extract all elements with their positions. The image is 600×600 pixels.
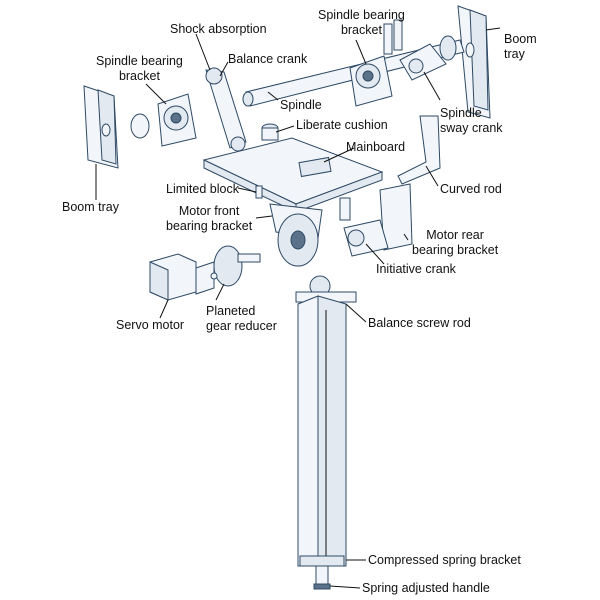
balance-screw-rod-part [295, 275, 357, 303]
mainboard-part [202, 137, 384, 213]
label-balance-crank: Balance crank [228, 52, 308, 66]
label-motor-rear-bearing-bracket: Motor rear bearing bracket [412, 228, 499, 257]
spindle-bearing-bracket-left-part [130, 93, 197, 147]
limited-block-part [255, 185, 263, 199]
label-compressed-spring-bracket: Compressed spring bracket [368, 553, 521, 567]
motor-rear-bearing-bracket-part [339, 183, 413, 257]
liberate-cushion-part [261, 123, 279, 141]
spindle-sway-crank-part [399, 43, 447, 81]
label-spindle-bearing-bracket-top: Spindle bearing bracket [318, 8, 405, 37]
spring-adjusted-handle-part [313, 565, 331, 590]
label-spindle-bearing-bracket-left: Spindle bearing bracket [96, 54, 183, 83]
label-boom-tray-left: Boom tray [62, 200, 119, 214]
label-curved-rod: Curved rod [440, 182, 502, 196]
label-spindle-sway-crank: Spindle sway crank [440, 106, 503, 135]
boom-tray-right-part [457, 5, 491, 119]
balance-crank-part [205, 67, 247, 152]
spindle-bearing-bracket-top-part [349, 19, 403, 107]
planeted-gear-reducer-part [210, 245, 261, 287]
label-spring-adjusted-handle: Spring adjusted handle [362, 581, 490, 595]
label-mainboard: Mainboard [346, 140, 406, 154]
label-servo-motor: Servo motor [116, 318, 185, 332]
label-initiative-crank: Initiative crank [376, 262, 456, 276]
leader-lines [95, 27, 501, 589]
label-spindle: Spindle [280, 98, 322, 112]
label-shock-absorption: Shock absorption [170, 22, 267, 36]
servo-motor-part [149, 253, 215, 301]
label-balance-screw-rod: Balance screw rod [368, 316, 471, 330]
label-motor-front-bearing-bracket: Motor front bearing bracket [166, 204, 253, 233]
label-liberate-cushion: Liberate cushion [296, 118, 388, 132]
boom-tray-left-part [83, 85, 119, 169]
motor-front-bearing-bracket-part [269, 203, 323, 267]
label-boom-tray-right: Boom tray [504, 32, 537, 61]
column-part [297, 295, 347, 567]
label-planeted-gear-reducer: Planeted gear reducer [206, 304, 277, 333]
curved-rod-part [397, 115, 441, 185]
label-limited-block: Limited block [166, 182, 239, 196]
